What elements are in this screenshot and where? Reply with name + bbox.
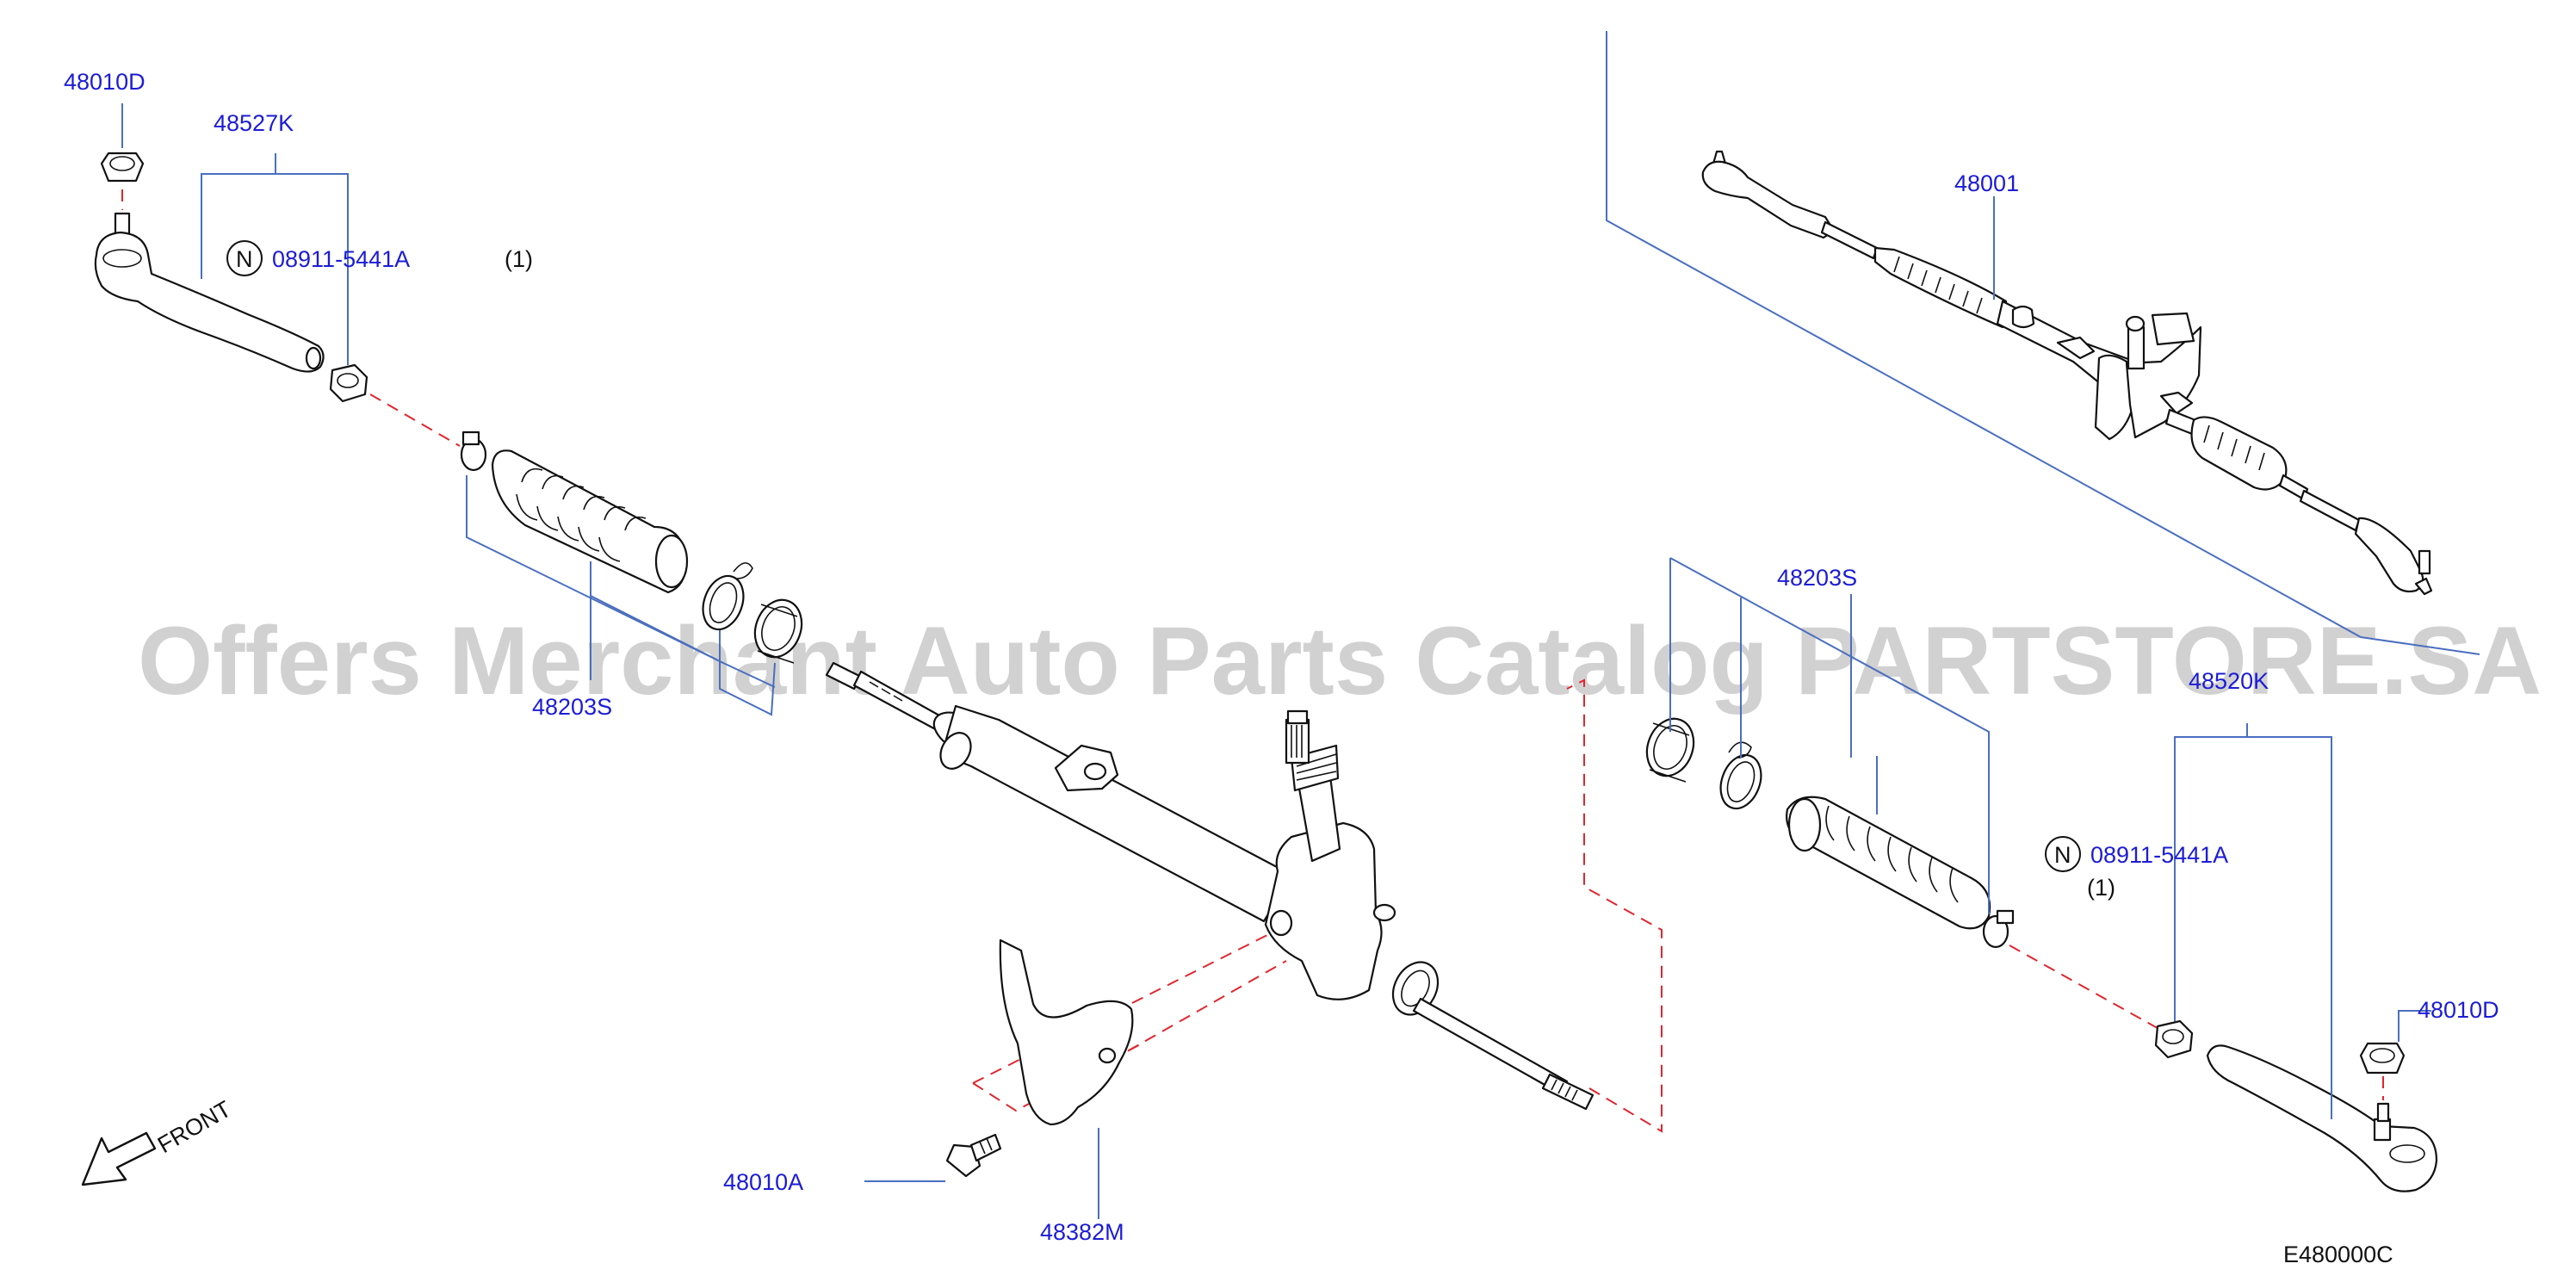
label-48203S-left[interactable]: 48203S	[532, 694, 612, 720]
leader-lines	[121, 31, 2480, 1219]
qty-left: (1)	[505, 246, 533, 272]
left-boot-clip	[460, 430, 487, 472]
label-48001[interactable]: 48001	[1954, 170, 2019, 196]
diagram-code: E480000C	[2283, 1242, 2393, 1267]
right-boot-clip	[1982, 909, 2015, 949]
label-48010D-left[interactable]: 48010D	[64, 69, 146, 95]
label-48520K[interactable]: 48520K	[2189, 668, 2269, 694]
n-badge-right: N	[2045, 836, 2081, 872]
left-tie-rod-end	[94, 212, 325, 373]
svg-text:N: N	[236, 246, 253, 272]
left-lock-nut	[329, 363, 368, 403]
front-arrow-icon	[81, 1131, 157, 1186]
assembled-rack-48001	[1701, 150, 2433, 596]
label-48010A[interactable]: 48010A	[723, 1169, 803, 1195]
label-48010D-right[interactable]: 48010D	[2418, 997, 2499, 1023]
left-band	[753, 598, 803, 664]
right-lock-nut	[2154, 1019, 2194, 1059]
svg-text:N: N	[2054, 842, 2071, 868]
right-clamp	[1719, 741, 1762, 810]
rack-insulator-bracket	[999, 938, 1134, 1126]
n-badge-left: N	[226, 240, 263, 276]
front-label: FRONT	[153, 1096, 236, 1158]
label-48527K[interactable]: 48527K	[214, 110, 294, 136]
left-castle-nut	[100, 152, 145, 183]
left-boot	[491, 449, 689, 594]
label-48382M[interactable]: 48382M	[1040, 1219, 1124, 1245]
left-clamp	[702, 562, 753, 631]
label-08911-5441A-left[interactable]: 08911-5441A	[272, 246, 410, 272]
steering-rack-housing	[825, 661, 1595, 1111]
right-castle-nut	[2359, 1042, 2406, 1075]
qty-right: (1)	[2087, 875, 2115, 901]
watermark: Offers Merchant Auto Parts Catalog PARTS…	[138, 607, 2542, 715]
label-48203S-right[interactable]: 48203S	[1777, 565, 1857, 591]
label-08911-5441A-right[interactable]: 08911-5441A	[2090, 842, 2228, 868]
bolt-48010A	[945, 1133, 1002, 1178]
right-boot	[1786, 796, 1991, 930]
right-tie-rod-end	[2206, 1044, 2438, 1192]
